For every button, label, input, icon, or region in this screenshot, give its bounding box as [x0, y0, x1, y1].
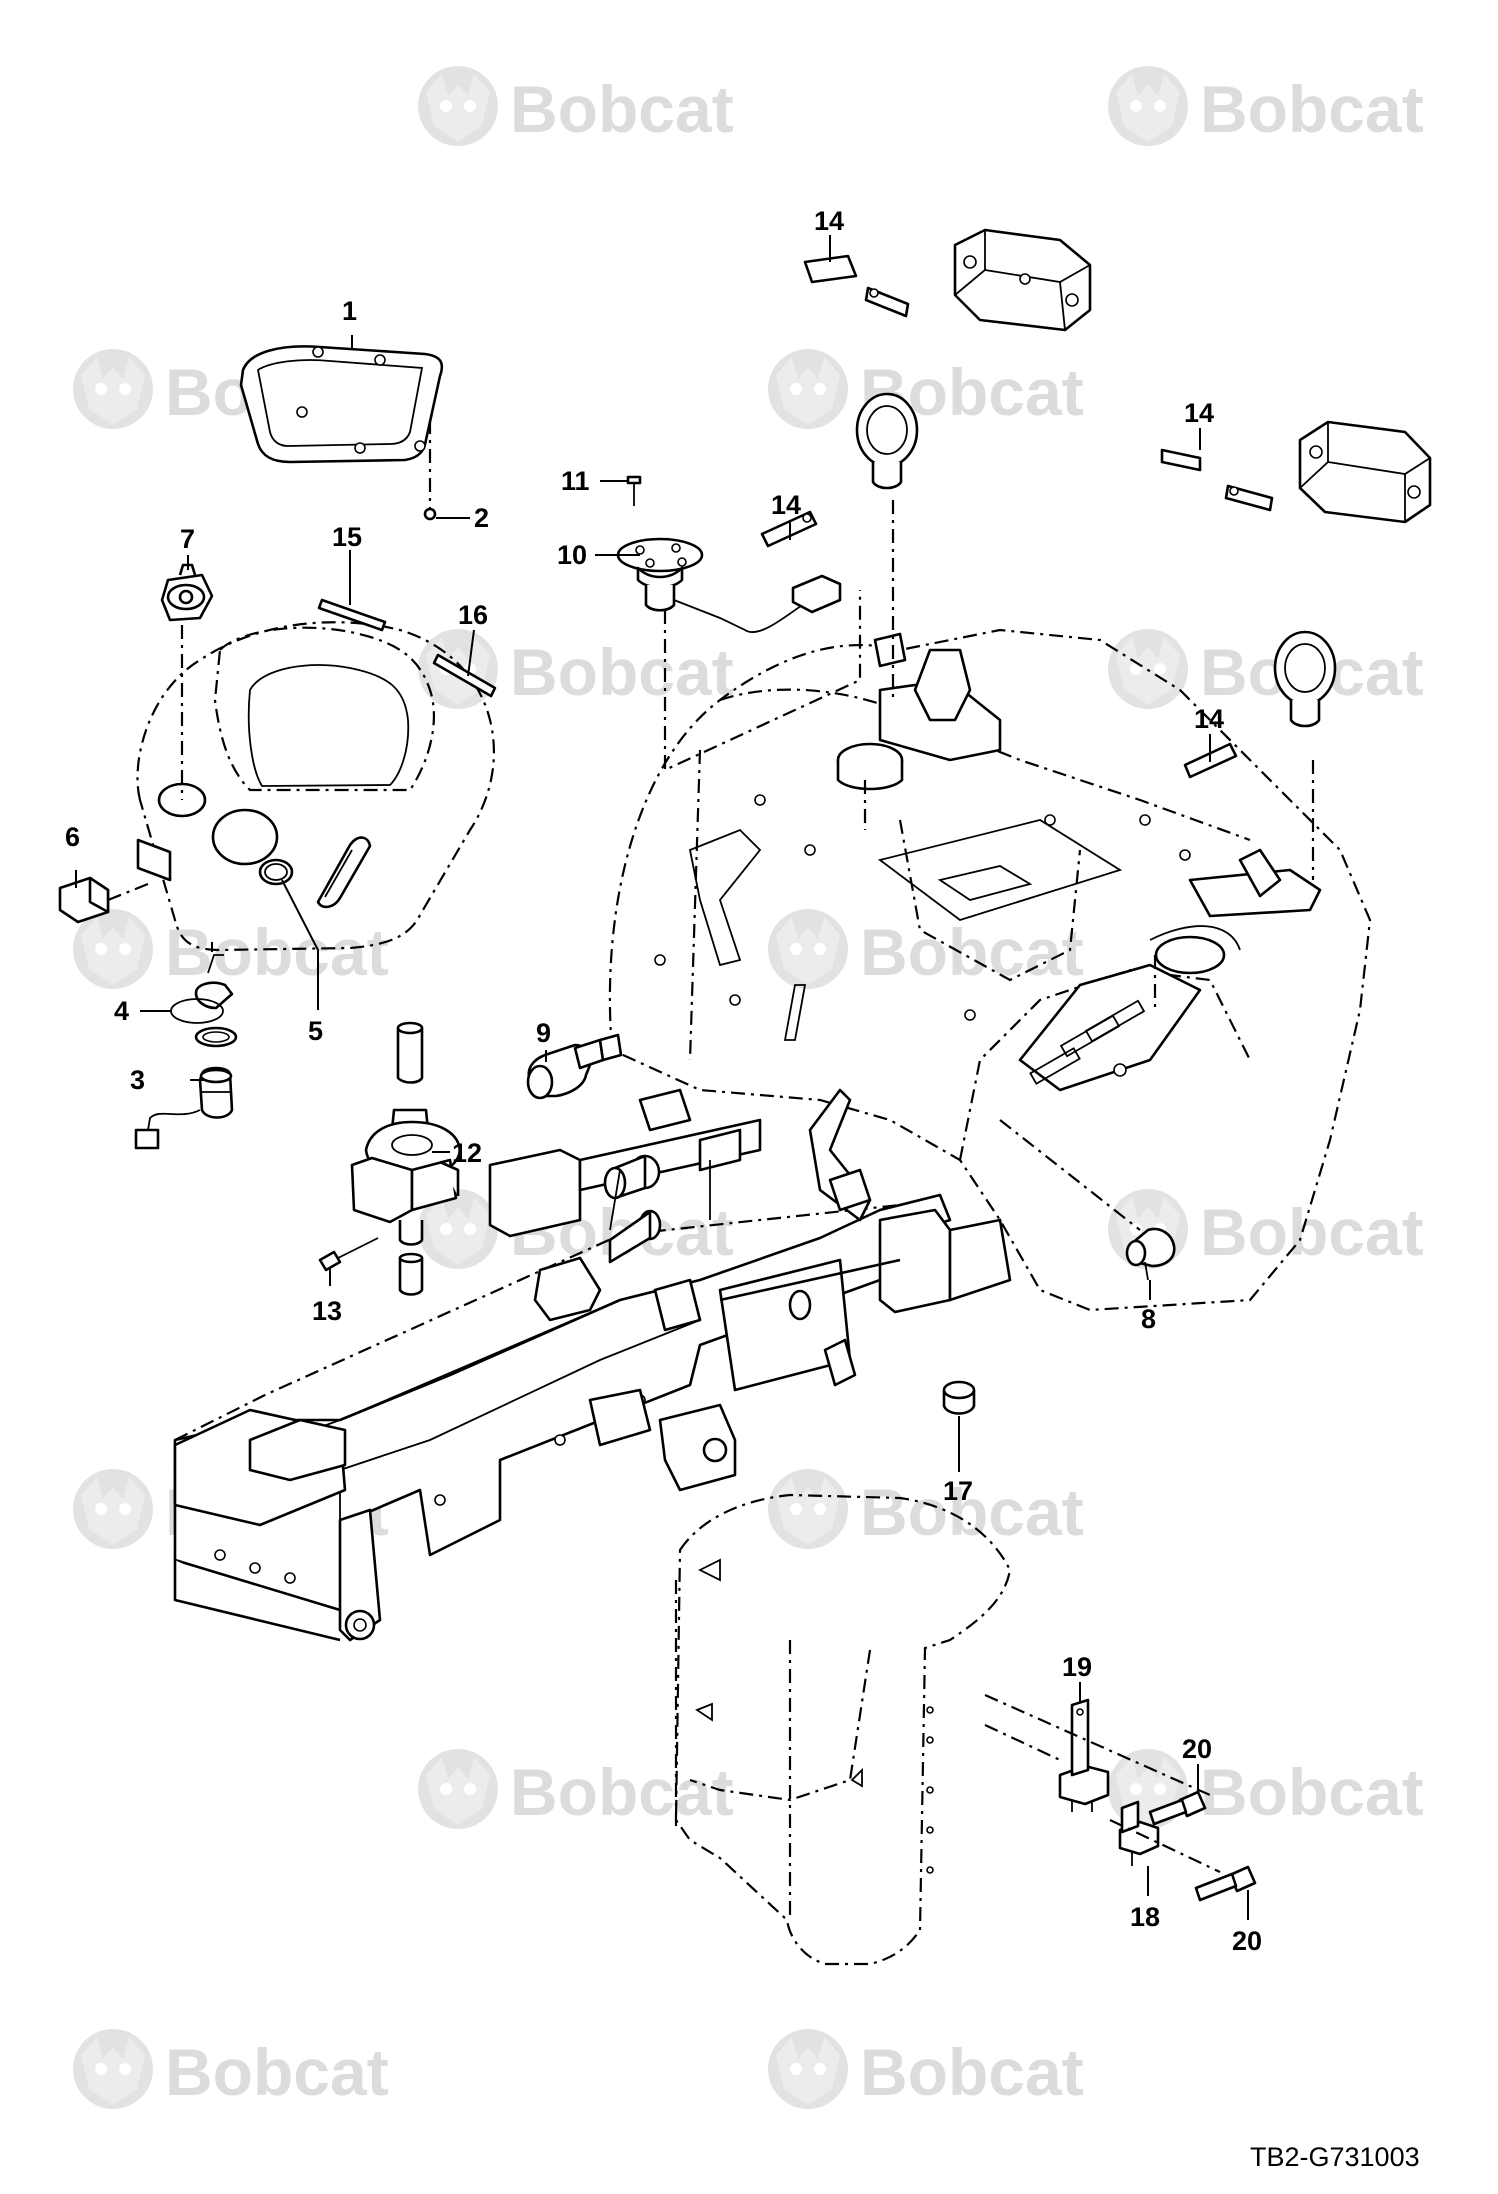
bolt-20-top	[1148, 1790, 1207, 1826]
rocker-switch	[58, 838, 172, 924]
callout-5: 5	[308, 1016, 323, 1046]
callout-14-mid: 14	[1184, 398, 1214, 428]
watermark: Bobcat	[1108, 66, 1424, 146]
decal-16	[432, 653, 497, 698]
callout-13: 13	[312, 1296, 342, 1326]
power-socket	[134, 942, 238, 1150]
callout-2: 2	[474, 503, 489, 533]
assembly-line	[984, 1724, 1061, 1761]
callout-20-bottom: 20	[1232, 1926, 1262, 1956]
leader-lines	[75, 235, 1249, 1920]
svg-text:Bobcat: Bobcat	[165, 915, 389, 989]
screw-11	[626, 475, 642, 506]
lamp-cover-top	[953, 228, 1092, 332]
instrument-cluster	[239, 345, 444, 464]
callout-14-right: 14	[1194, 704, 1224, 734]
watermark: Bobcat	[73, 909, 389, 989]
svg-text:Bobcat: Bobcat	[1200, 1195, 1424, 1269]
callout-3: 3	[130, 1065, 145, 1095]
watermark: Bobcat	[768, 909, 1084, 989]
fuel-sender	[616, 537, 842, 633]
svg-text:Bobcat: Bobcat	[165, 2035, 389, 2109]
callout-15: 15	[332, 522, 362, 552]
callout-14-left: 14	[771, 490, 801, 520]
callout-10: 10	[557, 540, 587, 570]
watermark: Bobcat	[1108, 1749, 1424, 1829]
relay-19	[1058, 1698, 1110, 1812]
plug-17	[942, 1380, 976, 1415]
bolt-20-bottom	[1194, 1865, 1257, 1902]
decal-15	[317, 598, 387, 632]
watermark: Bobcat	[418, 629, 734, 709]
watermark: Bobcat	[1108, 629, 1424, 709]
frame-chassis	[173, 1088, 1012, 1642]
watermark: Bobcat	[418, 66, 734, 146]
callout-17: 17	[943, 1476, 973, 1506]
fender-body	[608, 628, 1372, 1312]
callout-9: 9	[536, 1018, 551, 1048]
figure-id: TB2-G731003	[1250, 2142, 1420, 2172]
work-light-right	[1273, 630, 1337, 728]
assembly-line	[663, 590, 862, 772]
svg-text:Bobcat: Bobcat	[860, 915, 1084, 989]
svg-text:Bobcat: Bobcat	[860, 1475, 1084, 1549]
svg-text:Bobcat: Bobcat	[1200, 72, 1424, 146]
watermark: Bobcat	[418, 1749, 734, 1829]
callout-14-top: 14	[814, 206, 844, 236]
callout-11: 11	[561, 466, 590, 496]
callout-19: 19	[1062, 1652, 1092, 1682]
connector-8	[1125, 1227, 1176, 1281]
callout-1: 1	[342, 296, 357, 326]
assembly-line	[1109, 1819, 1221, 1873]
svg-text:Bobcat: Bobcat	[860, 2035, 1084, 2109]
clip-14-mid	[1160, 448, 1274, 512]
callout-12: 12	[452, 1138, 482, 1168]
assembly-line	[999, 1119, 1141, 1231]
screw-2	[423, 420, 437, 521]
bolt-13	[318, 1237, 379, 1272]
watermark: Bobcat	[1108, 1189, 1424, 1269]
watermark: Bobcat	[768, 1469, 1084, 1549]
watermark: Bobcat	[768, 2029, 1084, 2109]
callout-8: 8	[1141, 1304, 1156, 1334]
sensor-9	[526, 1033, 623, 1100]
watermark: Bobcat	[768, 349, 1084, 429]
rear-cover	[674, 1493, 1012, 1966]
pump-12	[350, 1021, 462, 1296]
svg-text:Bobcat: Bobcat	[510, 1755, 734, 1829]
clip-14-top	[803, 254, 910, 318]
callout-20-top: 20	[1182, 1734, 1212, 1764]
callout-16: 16	[458, 600, 488, 630]
svg-text:Bobcat: Bobcat	[1200, 1755, 1424, 1829]
callout-labels: 1 2 3 4 5 6 7 8 9 10 11 12 13 14 14 14 1…	[65, 206, 1262, 1956]
ignition-switch	[160, 563, 214, 800]
assembly-line	[984, 1693, 1211, 1797]
watermark-layer: Bobcat Bobcat Bobcat Bobcat Bobcat Bobca…	[73, 66, 1424, 2109]
work-light-left	[855, 392, 919, 490]
relay-18	[1118, 1800, 1160, 1866]
callout-7: 7	[180, 524, 195, 554]
callout-18: 18	[1130, 1902, 1160, 1932]
watermark: Bobcat	[73, 2029, 389, 2109]
lamp-cover-mid	[1298, 420, 1432, 524]
callout-6: 6	[65, 822, 80, 852]
svg-text:Bobcat: Bobcat	[510, 635, 734, 709]
svg-text:Bobcat: Bobcat	[510, 72, 734, 146]
callout-4: 4	[114, 996, 129, 1026]
